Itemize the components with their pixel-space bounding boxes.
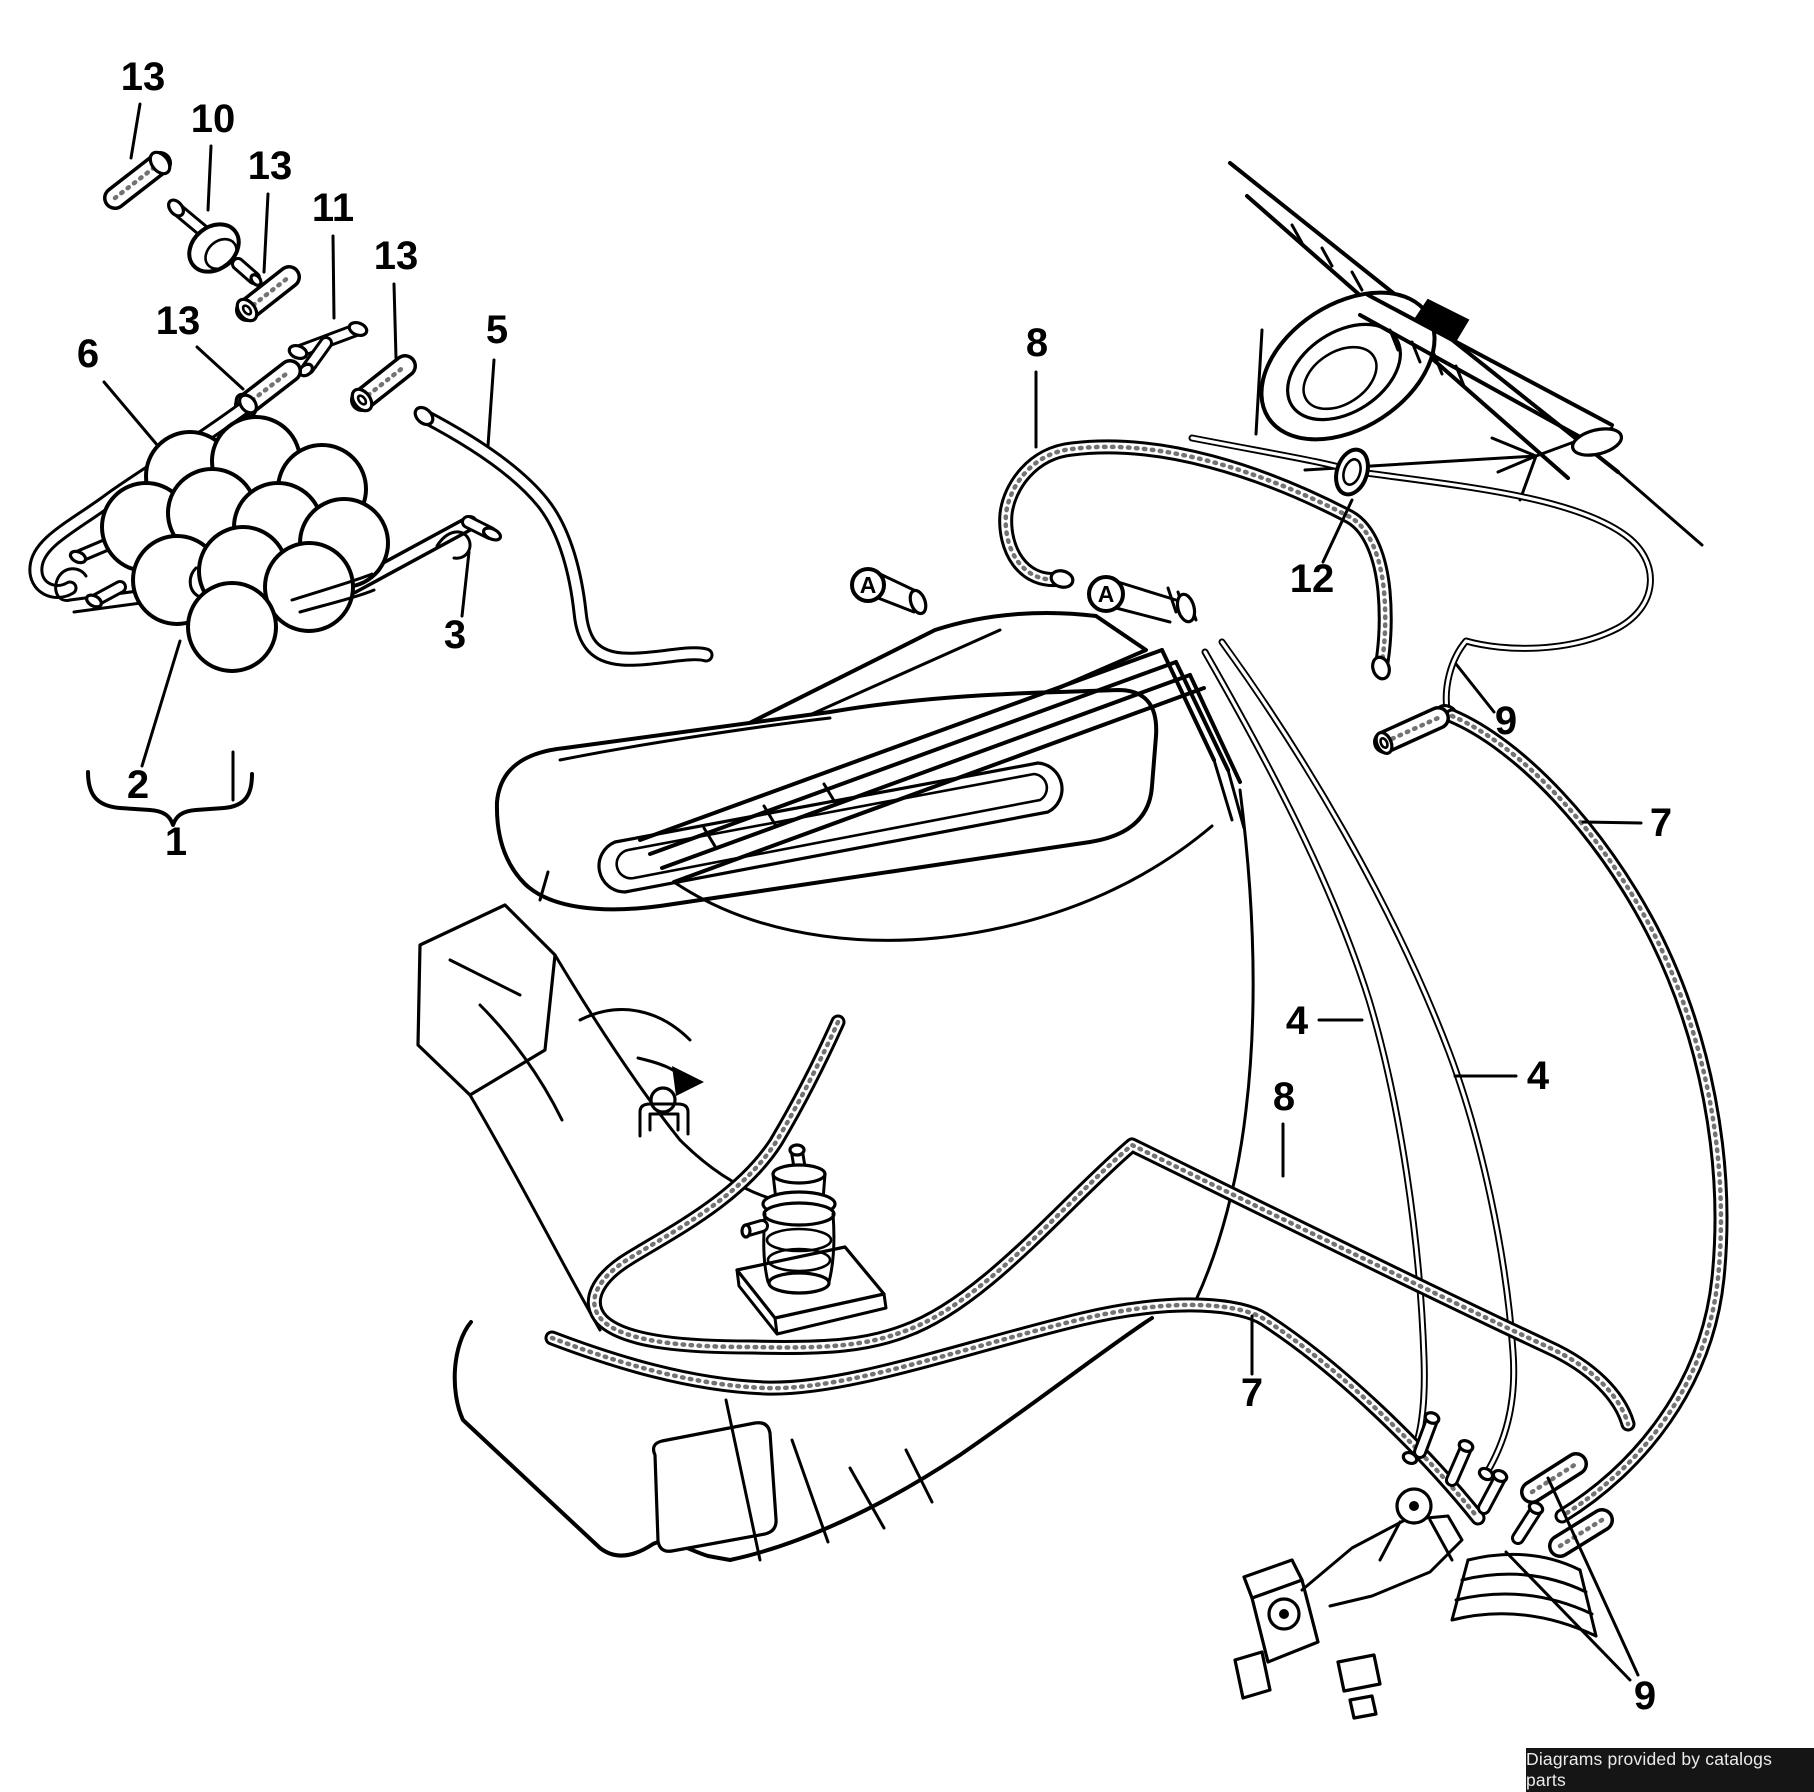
check-valve-10: [167, 198, 263, 287]
hose-6: [36, 393, 258, 592]
hose-connector-9-top: [1373, 718, 1438, 755]
hose-8-upper: [1006, 447, 1392, 681]
leader-line: [206, 144, 213, 212]
part-label-7: 7: [1241, 1371, 1263, 1415]
check-valve-pump: [735, 1143, 888, 1336]
part-label-8: 8: [1273, 1075, 1295, 1119]
watermark-bar: Diagrams provided by catalogs parts: [1526, 1748, 1814, 1792]
part-label-5: 5: [486, 308, 508, 352]
hose-7-sweep: [1452, 716, 1721, 1516]
leader-line: [486, 358, 496, 448]
firewall-bracket: [1254, 290, 1624, 502]
leader-line: [1546, 1476, 1640, 1677]
hose-end-stubs: [1420, 1411, 1545, 1538]
firewall-grommet: [1334, 447, 1370, 497]
part-label-7: 7: [1650, 801, 1672, 845]
flow-arrow: [636, 1056, 704, 1096]
part-label-6: 6: [77, 332, 99, 376]
connection-mark-A: A: [1098, 581, 1115, 607]
part-label-13: 13: [121, 55, 166, 99]
port-a-1: [850, 567, 928, 616]
bracket-tab: [1414, 298, 1470, 342]
part-label-13: 13: [374, 234, 419, 278]
part-label-1: 1: [165, 820, 187, 864]
part-label-2: 2: [127, 763, 149, 807]
part-label-4: 4: [1286, 999, 1309, 1043]
air-cleaner-lid: [494, 688, 1159, 912]
intake-rails: [638, 648, 1246, 942]
leader-line: [1504, 1550, 1632, 1682]
part-label-8: 8: [1026, 321, 1048, 365]
part-label-3: 3: [444, 613, 466, 657]
watermark-text: Diagrams provided by catalogs parts: [1526, 1749, 1773, 1790]
oil-pan-tank: [452, 1316, 1154, 1562]
part-label-13: 13: [156, 299, 201, 343]
leader-line: [392, 282, 398, 360]
lock-actuator: [1233, 1487, 1598, 1720]
leader-line: [1321, 498, 1354, 564]
part-label-9: 9: [1495, 699, 1517, 743]
hose-4-b: [1222, 642, 1514, 1482]
hose-connector-13-b: [233, 277, 289, 323]
leader-line: [1454, 662, 1496, 714]
leader-line: [140, 639, 182, 768]
hose-5: [413, 405, 706, 659]
leader-line: [331, 234, 336, 320]
t-connector-11: [287, 320, 369, 378]
engine-block: [416, 788, 1255, 1332]
part-label-12: 12: [1290, 557, 1335, 601]
part-label-13: 13: [248, 144, 293, 188]
reservoir-balls: [100, 415, 390, 673]
leader-line: [262, 192, 270, 274]
labels-layer: 13 10 13 11 13 13 6 5 8 12 3 21 9 7 4 4 8 7 9 A A: [77, 55, 1672, 1718]
leader-line: [195, 345, 245, 391]
leader-line: [102, 380, 160, 448]
hose-connector-13-c: [348, 366, 405, 413]
part-label-4: 4: [1527, 1054, 1550, 1098]
leader-line: [129, 102, 142, 160]
connection-mark-A: A: [860, 572, 877, 598]
part-label-11: 11: [312, 186, 354, 230]
part-label-9: 9: [1634, 1674, 1656, 1718]
port-a-2: [1087, 575, 1198, 624]
leader-line: [460, 550, 471, 618]
hose-connector-13-a: [115, 150, 174, 198]
brace-1: [86, 750, 254, 827]
leader-line: [1581, 820, 1643, 825]
vacuum-reservoir: [54, 415, 503, 827]
part-label-10: 10: [191, 97, 236, 141]
